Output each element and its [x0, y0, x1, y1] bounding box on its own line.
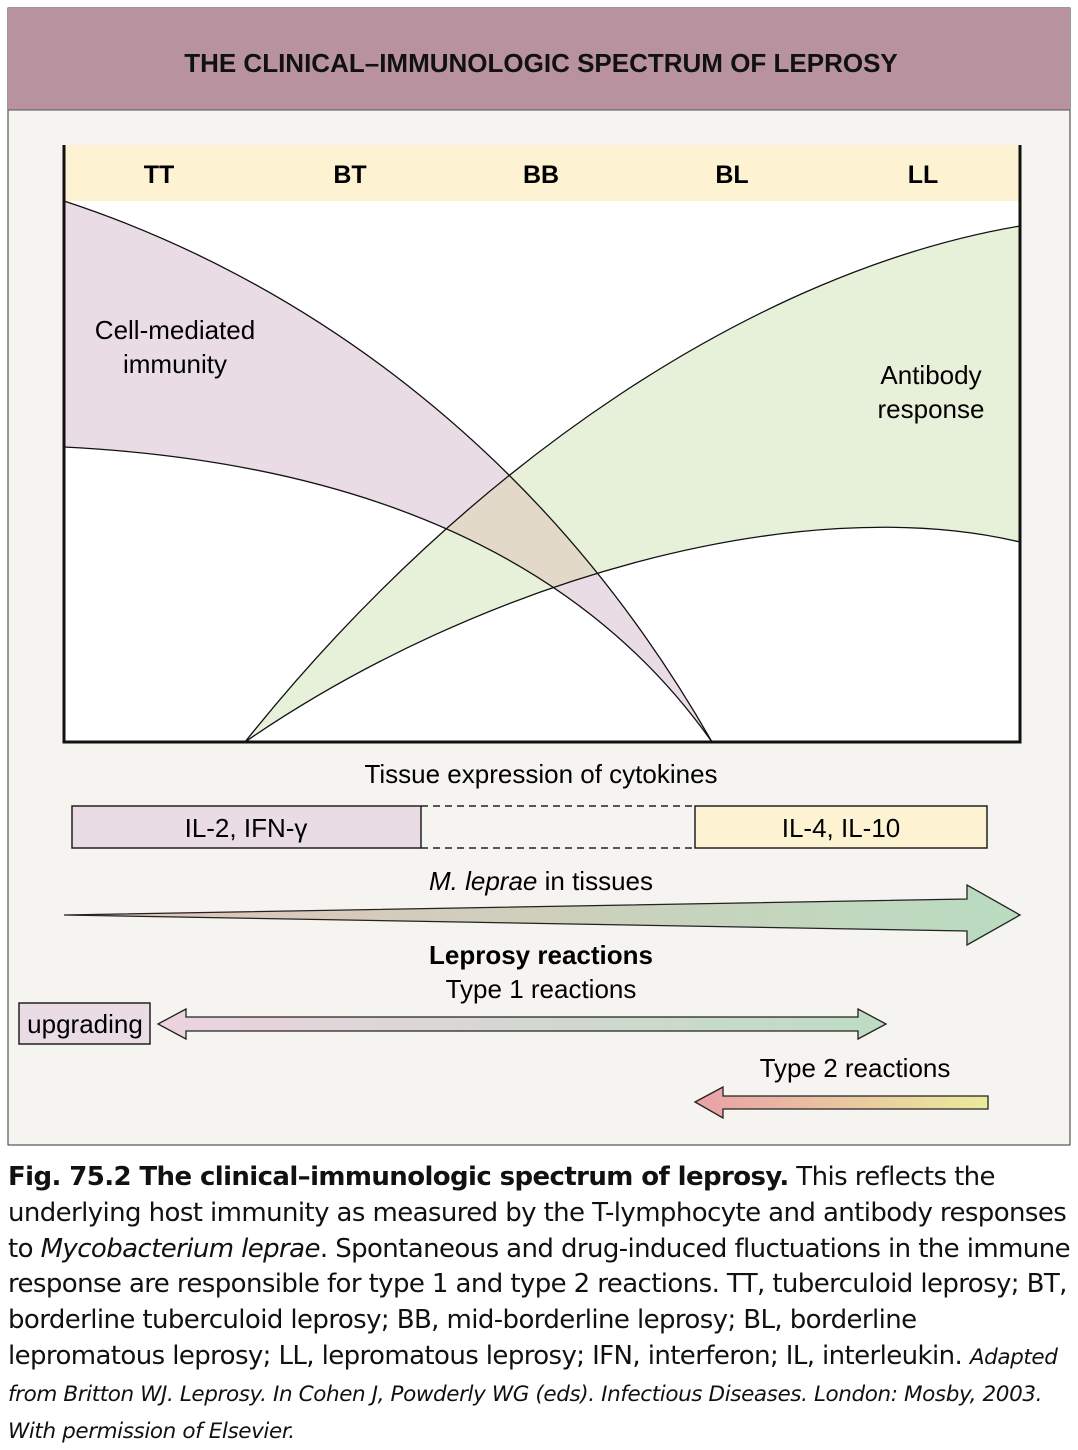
category-bt: BT	[333, 161, 366, 189]
caption-text-2: . Spontaneous and drug-induced fluctuati…	[8, 1233, 1071, 1371]
caption-title: Fig. 75.2 The clinical–immunologic spect…	[8, 1162, 789, 1192]
cell-mediated-immunity-band	[64, 201, 712, 742]
bacilli-label: M. leprae in tissues	[429, 866, 653, 896]
diagram-figure: THE CLINICAL–IMMUNOLOGIC SPECTRUM OF LEP…	[7, 7, 1071, 1146]
diagram-svg: THE CLINICAL–IMMUNOLOGIC SPECTRUM OF LEP…	[7, 7, 1071, 1146]
antibody-label-line2: response	[878, 394, 985, 424]
spectrum-category-bar	[64, 145, 1020, 201]
category-ll: LL	[908, 161, 939, 189]
header-bar	[8, 8, 1070, 110]
th1-cytokine-label: IL-2, IFN-γ	[185, 813, 308, 843]
reactions-title: Leprosy reactions	[429, 940, 653, 970]
type1-reactions-arrow	[156, 1007, 888, 1041]
th1-cytokine-box	[71, 805, 422, 849]
cmi-label-line2: immunity	[123, 349, 227, 379]
chart-frame	[62, 145, 1022, 744]
cmi-label-line1: Cell-mediated	[95, 315, 255, 345]
th2-cytokine-box	[694, 805, 988, 849]
caption-text-1: This reflects the underlying host immuni…	[8, 1162, 1067, 1264]
cytokines-title: Tissue expression of cytokines	[364, 759, 717, 789]
upgrading-box	[18, 1002, 151, 1045]
type2-label: Type 2 reactions	[760, 1053, 951, 1083]
antibody-label-line1: Antibody	[880, 360, 981, 390]
category-bl: BL	[715, 161, 748, 189]
diagram-title: THE CLINICAL–IMMUNOLOGIC SPECTRUM OF LEP…	[184, 48, 898, 78]
upgrading-label: upgrading	[27, 1009, 143, 1039]
th2-cytokine-label: IL-4, IL-10	[782, 813, 901, 843]
caption-source: Adapted from Britton WJ. Leprosy. In Coh…	[8, 1344, 1058, 1444]
category-bb: BB	[523, 161, 559, 189]
category-tt: TT	[144, 161, 175, 189]
antibody-response-band	[245, 226, 1020, 742]
figure-caption: Fig. 75.2 The clinical–immunologic spect…	[8, 1160, 1074, 1449]
caption-organism: Mycobacterium leprae	[40, 1233, 321, 1264]
type2-reactions-arrow	[693, 1085, 989, 1120]
type1-label: Type 1 reactions	[446, 974, 637, 1004]
bacilli-load-arrow	[63, 883, 1022, 947]
